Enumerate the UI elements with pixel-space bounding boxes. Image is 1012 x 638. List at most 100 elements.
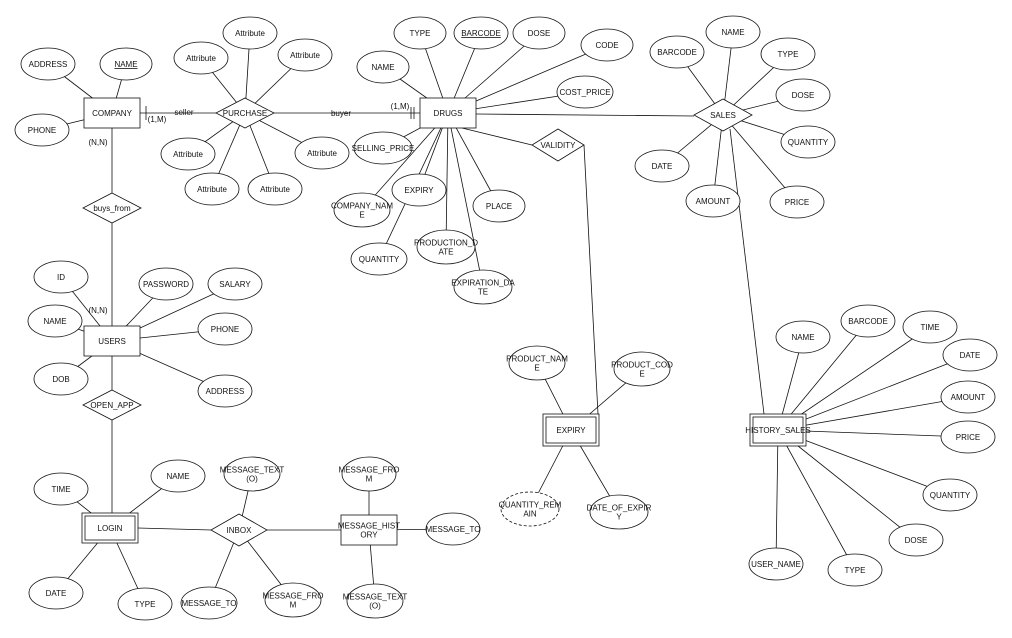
attribute-sales-7[interactable]: PRICE [769,185,825,219]
attribute-sales-6[interactable]: AMOUNT [685,184,741,218]
entity-drugs[interactable]: DRUGS [419,97,477,129]
entity-expiry-text: EXPIRY [556,426,586,435]
attribute-login-2[interactable]: DATE [28,576,84,610]
attribute-users-0[interactable]: ID [33,260,89,294]
relationship-buys_from[interactable]: buys_from [82,192,142,224]
attribute-history-sales-9[interactable]: USER_NAME [748,547,804,581]
attribute-history-sales-2[interactable]: TIME [902,310,958,344]
attribute-users-5[interactable]: DOB [33,362,89,396]
attribute-history-sales-8[interactable]: TYPE [827,553,883,587]
attribute-drugs-dose-text: DOSE [528,29,551,38]
attribute-drugs-place[interactable]: PLACE [472,189,526,223]
relationship-sales[interactable]: SALES [693,98,753,132]
entity-users[interactable]: USERS [83,325,141,357]
attribute-ellipse [760,37,816,71]
text-line: E [639,370,644,379]
attribute-history-sales-3[interactable]: DATE [942,338,998,372]
attribute-sales-2[interactable]: TYPE [760,37,816,71]
entity-history_sales[interactable]: HISTORY_SALES [745,413,811,447]
attribute-purchase-1[interactable]: Attribute [222,16,278,50]
attribute-history-sales-4-text: AMOUNT [951,393,986,402]
attribute-history-sales-0[interactable]: NAME [775,320,831,354]
attribute-inbox-message-text[interactable]: MESSAGE_TEXT(O) [220,456,285,492]
attribute-login-1[interactable]: NAME [150,459,206,493]
entity-login[interactable]: LOGIN [81,512,139,544]
attribute-drugs-selling-price[interactable]: SELLING_PRICE [352,131,415,165]
attribute-purchase-6[interactable]: Attribute [247,172,303,206]
attribute-ellipse [14,113,70,147]
text-line: Y [616,513,622,522]
attribute-ellipse [775,320,831,354]
attribute-ellipse [160,137,216,171]
cardinality-markers [145,106,415,120]
attribute-company-phone-text: PHONE [28,126,56,135]
attribute-drugs-cost-price[interactable]: COST_PRICE [556,75,614,109]
attribute-ellipse [705,15,761,49]
attribute-ellipse [173,41,229,75]
text-line: EXPIRATION_DA [451,279,515,288]
attribute-purchase-4[interactable]: Attribute [294,136,350,170]
attribute-message-history-to[interactable]: MESSAGE_TO [426,512,481,546]
attribute-ellipse [775,78,831,112]
attribute-users-4[interactable]: PHONE [197,312,253,346]
attribute-users-3[interactable]: NAME [27,304,83,338]
attribute-drugs-dose[interactable]: DOSE [512,16,566,50]
attribute-message-history-text[interactable]: MESSAGE_TEXT(O) [343,583,408,619]
attribute-sales-4[interactable]: QUANTITY [780,125,836,159]
relationship-inbox[interactable]: INBOX [210,513,268,547]
attribute-purchase-5[interactable]: Attribute [184,172,240,206]
relationship-purchase[interactable]: PURCHASE [215,97,275,129]
attribute-inbox-message-to[interactable]: MESSAGE_TO [180,586,238,620]
attribute-login-3[interactable]: TYPE [117,587,173,621]
attribute-drugs-expiry[interactable]: EXPIRY [391,173,447,207]
attribute-history-sales-5[interactable]: PRICE [940,420,996,454]
attribute-ellipse [589,494,649,530]
attribute-login-0[interactable]: TIME [33,472,89,506]
attribute-history-sales-9-text: USER_NAME [751,560,801,569]
relationship-validity[interactable]: VALIDITY [531,128,585,162]
attribute-sales-0[interactable]: BARCODE [649,35,705,69]
attribute-sales-5[interactable]: DATE [634,149,690,183]
attribute-purchase-2[interactable]: Attribute [277,38,333,72]
attribute-company-phone[interactable]: PHONE [14,113,70,147]
entity-expiry[interactable]: EXPIRY [542,413,600,447]
attribute-users-6[interactable]: ADDRESS [197,374,253,408]
attribute-sales-1[interactable]: NAME [705,15,761,49]
text-line: COMPANY_NAM [331,202,393,211]
attribute-history-sales-6[interactable]: QUANTITY [922,478,978,512]
attribute-history-sales-3-text: DATE [960,351,981,360]
attribute-company-name[interactable]: NAME [99,47,153,81]
attribute-users-2[interactable]: SALARY [207,267,263,301]
relationship-buys_from-text: buys_from [93,204,131,213]
attribute-drugs-barcode[interactable]: BARCODE [453,16,509,50]
attribute-users-1[interactable]: PASSWORD [138,267,194,301]
attribute-drugs-name-text: NAME [371,63,394,72]
entity-company[interactable]: COMPANY [83,97,141,129]
attribute-history-sales-5-text: PRICE [956,433,980,442]
attribute-purchase-3[interactable]: Attribute [160,137,216,171]
attribute-company-address[interactable]: ADDRESS [20,47,76,81]
attribute-drugs-type[interactable]: TYPE [393,16,447,50]
attribute-sales-3[interactable]: DOSE [775,78,831,112]
text-line: PRODUCTION_D [414,239,478,248]
attribute-drugs-code[interactable]: CODE [580,28,634,62]
entity-history_sales-text: HISTORY_SALES [745,426,811,435]
attribute-drugs-quantity[interactable]: QUANTITY [350,242,408,276]
attribute-history-sales-4[interactable]: AMOUNT [940,380,996,414]
attribute-purchase-0[interactable]: Attribute [173,41,229,75]
attribute-drugs-name[interactable]: NAME [356,50,410,84]
attribute-history-sales-7[interactable]: DOSE [888,523,944,557]
relationship-open_app[interactable]: OPEN_APP [82,389,142,421]
attribute-history-sales-1[interactable]: BARCODE [840,304,896,338]
